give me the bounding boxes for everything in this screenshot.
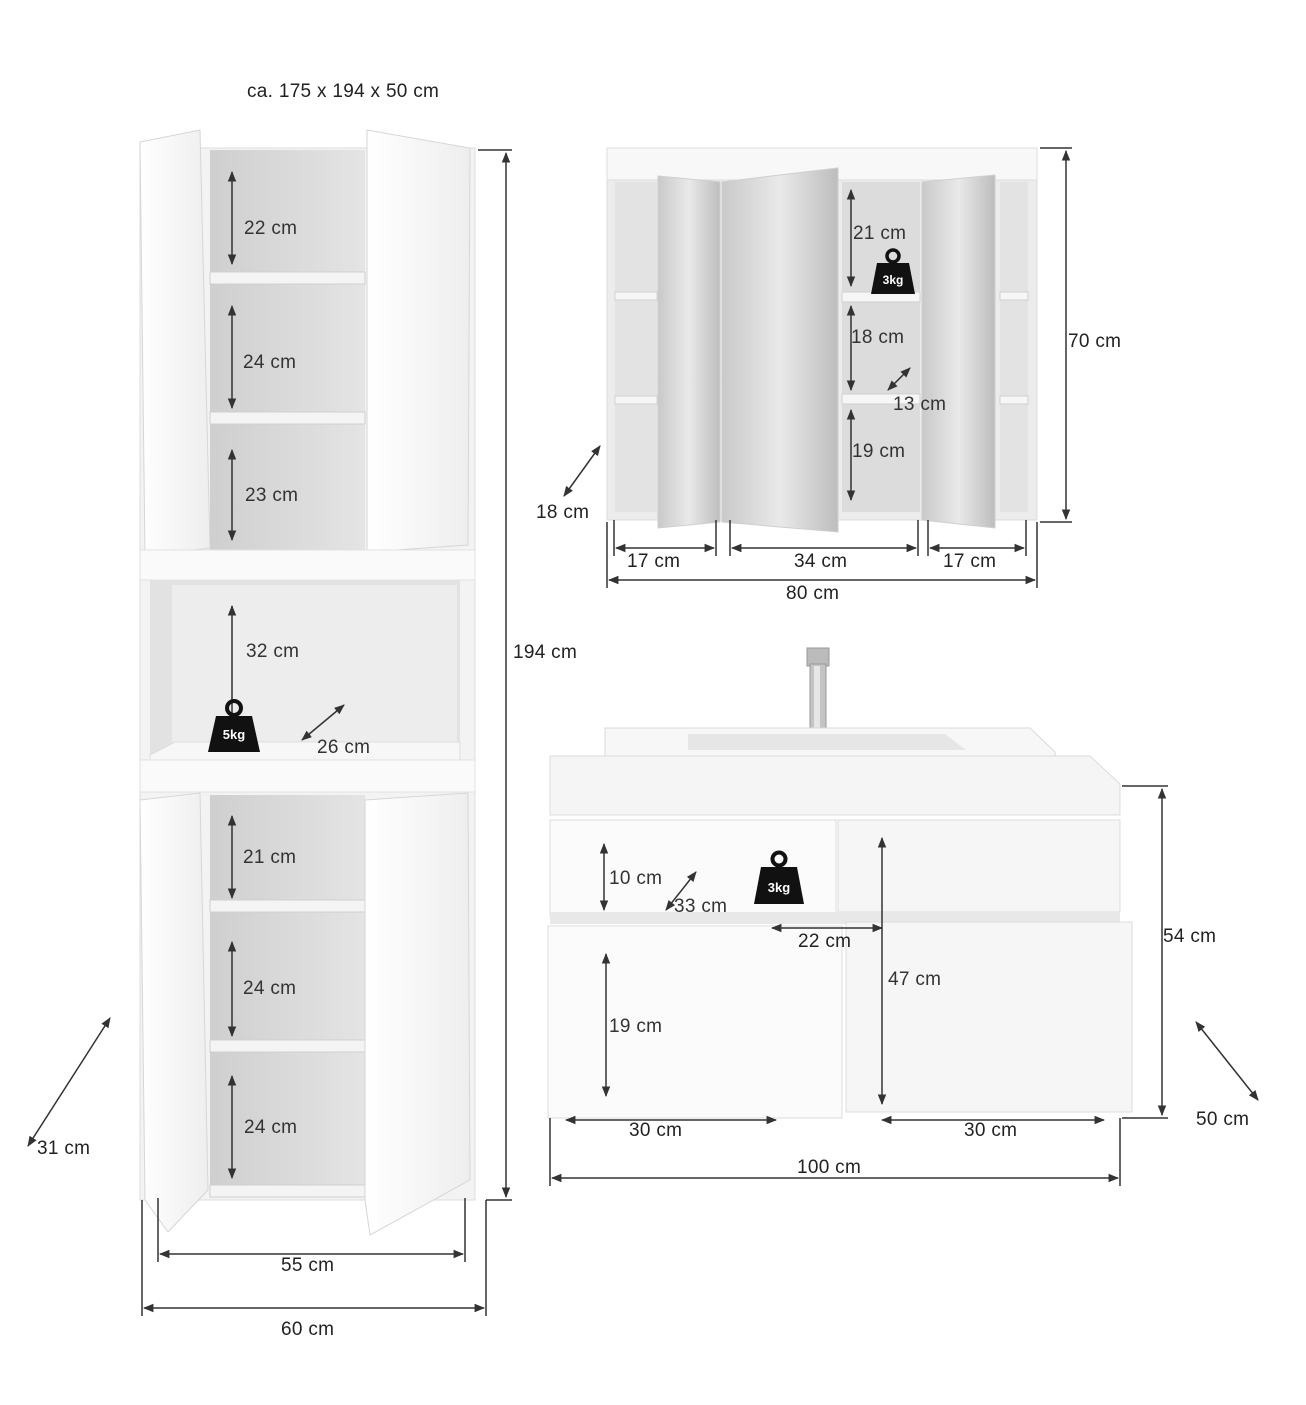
dim-niche-depth: [301, 704, 345, 741]
label-lower-height: 19 cm: [609, 1016, 663, 1037]
label-drawer-depth: 33 cm: [674, 896, 728, 917]
label-mirror-shelf-1: 21 cm: [853, 223, 907, 244]
label-shelf-top-1: 22 cm: [244, 218, 298, 239]
dim-mirror-depth-18: [563, 445, 601, 497]
label-tall-height: 194 cm: [513, 642, 578, 663]
dim-depth-31: [27, 1017, 111, 1147]
weight-3kg-mirror-icon: 3kg: [871, 248, 915, 294]
dim-vanity-depth-50: [1195, 1021, 1259, 1101]
weight-5kg-label: 5kg: [223, 727, 245, 742]
label-mirror-depth: 18 cm: [536, 502, 590, 523]
label-mirror-left-width: 17 cm: [627, 551, 681, 572]
label-mirror-center-width: 34 cm: [794, 551, 848, 572]
label-drawer-gap: 22 cm: [798, 931, 852, 952]
label-tall-depth: 31 cm: [37, 1138, 91, 1159]
label-shelf-bottom-2: 24 cm: [243, 978, 297, 999]
weight-3kg-vanity-icon: 3kg: [754, 850, 804, 904]
vanity-dimensions: [549, 785, 1259, 1186]
mirror-cabinet-dimensions: [563, 147, 1072, 588]
label-vanity-width: 100 cm: [797, 1157, 862, 1178]
dim-drawer-depth-33: [665, 871, 697, 911]
label-mirror-inner-depth: 13 cm: [893, 394, 947, 415]
label-vanity-depth: 50 cm: [1196, 1109, 1250, 1130]
label-niche-height: 32 cm: [246, 641, 300, 662]
label-niche-depth: 26 cm: [317, 737, 371, 758]
label-mirror-shelf-3: 19 cm: [852, 441, 906, 462]
label-tall-width: 60 cm: [281, 1319, 335, 1340]
label-mirror-width: 80 cm: [786, 583, 840, 604]
label-shelf-bottom-3: 24 cm: [244, 1117, 298, 1138]
label-drawer-height: 10 cm: [609, 868, 663, 889]
label-mirror-shelf-2: 18 cm: [851, 327, 905, 348]
weight-3kg-vanity-label: 3kg: [768, 880, 790, 895]
tall-cabinet-dimensions: [27, 149, 512, 1316]
overall-dimensions-label: ca. 175 x 194 x 50 cm: [247, 81, 440, 102]
label-tall-inner-width: 55 cm: [281, 1255, 335, 1276]
label-shelf-top-3: 23 cm: [245, 485, 299, 506]
label-mirror-height: 70 cm: [1068, 331, 1122, 352]
label-inner-height: 47 cm: [888, 969, 942, 990]
label-shelf-top-2: 24 cm: [243, 352, 297, 373]
label-vanity-height: 54 cm: [1163, 926, 1217, 947]
label-vanity-right-width: 30 cm: [964, 1120, 1018, 1141]
tall-cabinet: [139, 129, 476, 1236]
weight-3kg-mirror-label: 3kg: [883, 273, 904, 287]
label-mirror-right-width: 17 cm: [943, 551, 997, 572]
mirror-cabinet: [606, 147, 1038, 533]
weight-5kg-icon: 5kg: [208, 699, 260, 752]
label-vanity-left-width: 30 cm: [629, 1120, 683, 1141]
dim-mirror-inner-depth: [887, 367, 911, 391]
label-shelf-bottom-1: 21 cm: [243, 847, 297, 868]
